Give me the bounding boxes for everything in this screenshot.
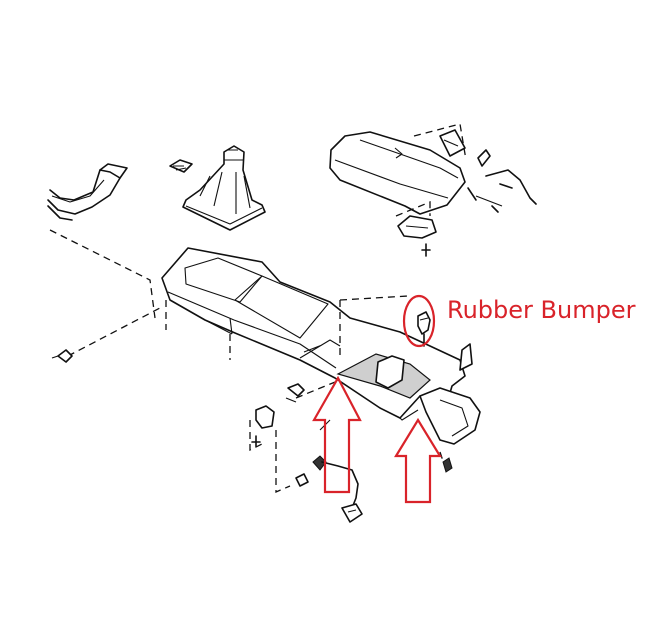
up-arrow-icon	[312, 375, 362, 494]
rubber-bumper-label: Rubber Bumper	[447, 296, 636, 324]
lid-hinge	[413, 123, 537, 213]
wire-harness	[312, 455, 363, 523]
up-arrow-icon	[394, 417, 442, 504]
shift-clip	[169, 159, 193, 173]
lid-latch	[395, 201, 437, 257]
small-parts	[51, 343, 473, 487]
bumper-highlight-circle	[402, 294, 436, 348]
left-bracket	[47, 163, 128, 221]
console-body	[161, 247, 481, 445]
shift-boot	[182, 145, 266, 231]
console-lid	[329, 131, 466, 215]
assembly-lines	[49, 229, 447, 493]
rubber-bumper	[402, 294, 436, 348]
